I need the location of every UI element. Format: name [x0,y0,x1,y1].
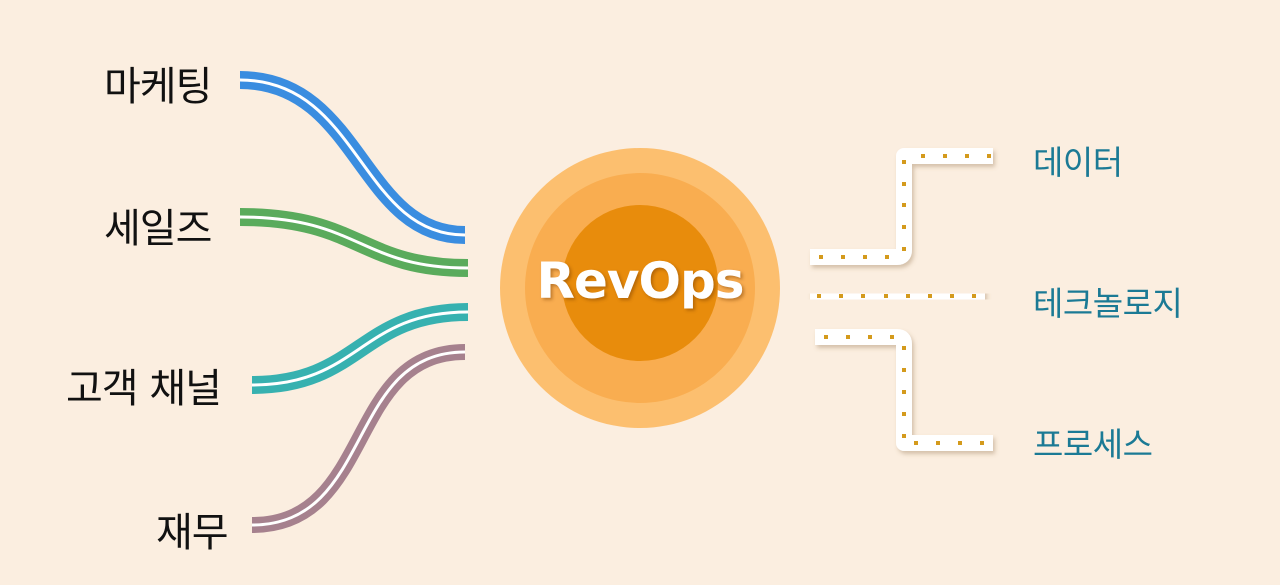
input-label-marketing: 마케팅 [104,64,212,110]
revops-hub [500,148,780,428]
hub-label: RevOps [536,252,744,310]
input-label-customer-channel: 고객 채널 [66,366,222,412]
pipe-marketing [239,71,466,244]
strip-technology [810,288,985,304]
input-label-finance: 재무 [156,510,229,556]
output-label-data: 데이터 [1033,143,1123,182]
pipe-finance [251,344,466,533]
pipe-sales [239,208,469,277]
input-label-sales: 세일즈 [104,206,212,252]
strip-data [810,148,993,265]
output-label-technology: 테크놀로지 [1033,284,1183,323]
output-label-process: 프로세스 [1033,425,1153,464]
pipe-customer-channel [251,303,469,394]
strip-process [815,329,993,451]
